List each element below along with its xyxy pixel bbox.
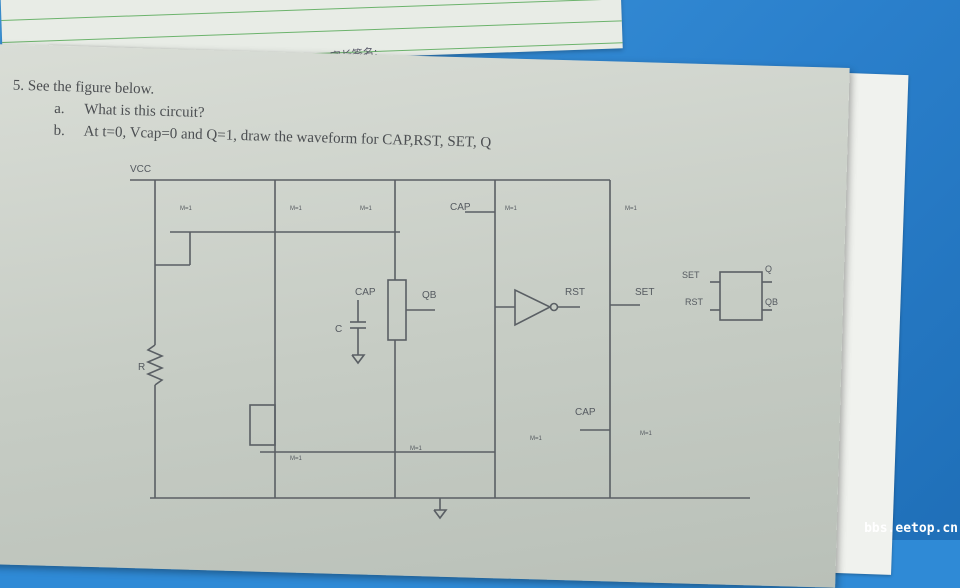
label-m1: M=1 (625, 206, 638, 212)
label-m1: M=1 (505, 206, 518, 212)
label-m1: M=1 (290, 206, 303, 212)
part-a-text: What is this circuit? (83, 101, 205, 122)
label-rst: RST (565, 287, 585, 298)
resistor-r (145, 344, 165, 386)
schematic-svg: VCC M=1 M=1 M=1 M=1 M=1 M=1 M=1 M=1 M=1 … (130, 164, 778, 520)
label-qb: QB (422, 290, 437, 301)
sheet-rule (1, 0, 622, 21)
ff-label-rst: RST (685, 297, 704, 307)
label-r: R (138, 362, 145, 373)
label-m1: M=1 (180, 206, 193, 212)
question-block: 5. See the figure below. a.What is this … (11, 75, 492, 154)
ff-label-qb: QB (765, 297, 778, 307)
ground-symbol (433, 509, 448, 520)
inverter-bubble (549, 302, 559, 312)
circuit-schematic: VCC M=1 M=1 M=1 M=1 M=1 M=1 M=1 M=1 M=1 … (110, 160, 830, 520)
ff-label-q: Q (765, 264, 772, 274)
label-c: C (335, 324, 342, 335)
ff-label-set: SET (682, 270, 700, 280)
part-b-letter: b. (53, 122, 66, 140)
part-a-letter: a. (53, 100, 65, 118)
label-m1: M=1 (360, 206, 373, 212)
inverter-stack (387, 279, 407, 341)
label-m1: M=1 (640, 431, 653, 437)
label-cap-bottom: CAP (575, 407, 596, 418)
inverter-symbol (514, 288, 552, 327)
label-set: SET (635, 287, 654, 298)
sr-flipflop (719, 271, 763, 321)
watermark: bbs.eetop.cn (864, 521, 958, 536)
cap-ground (351, 354, 366, 365)
bottom-diode-box (249, 404, 276, 446)
label-m1: M=1 (530, 436, 543, 442)
label-vcc: VCC (130, 164, 151, 175)
label-cap-top: CAP (450, 202, 471, 213)
label-m1: M=1 (290, 456, 303, 462)
label-cap-mid: CAP (355, 287, 376, 298)
label-m1: M=1 (410, 446, 423, 452)
sheet-rule (2, 20, 622, 43)
